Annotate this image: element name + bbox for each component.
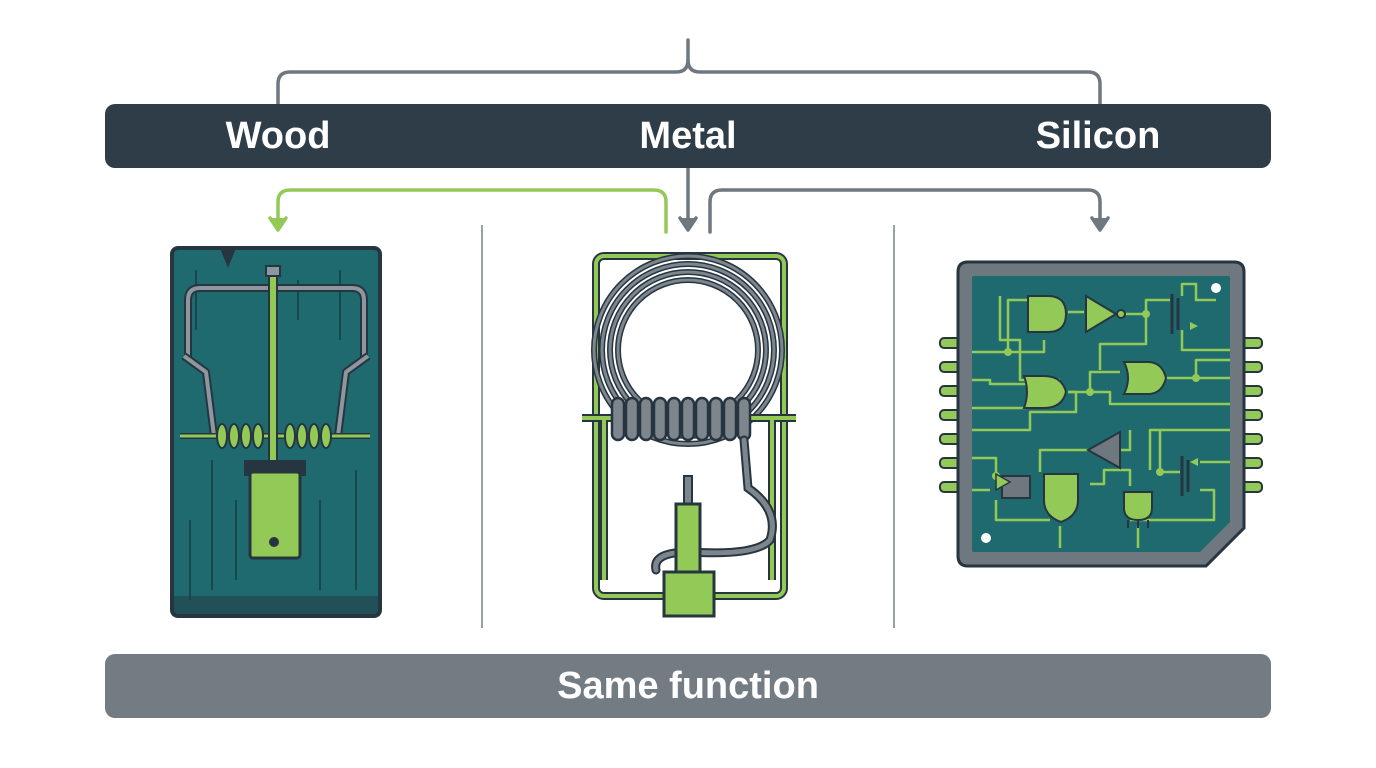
arrow-to-silicon — [708, 188, 1110, 234]
mousetrap-metal-spring-icon — [582, 252, 796, 618]
silicon-chip-icon — [939, 260, 1263, 568]
label-same-function: Same function — [557, 665, 819, 707]
label-wood: Wood — [225, 115, 331, 157]
same-function-bar: Same function — [105, 654, 1271, 718]
materials-bar: Wood Metal Silicon — [105, 104, 1271, 168]
arrow-to-wood — [268, 188, 668, 234]
arrow-to-metal — [678, 166, 698, 232]
label-metal: Metal — [639, 115, 737, 157]
top-bracket — [276, 38, 1102, 106]
label-silicon: Silicon — [1035, 115, 1161, 157]
mousetrap-wood-icon — [170, 246, 382, 618]
